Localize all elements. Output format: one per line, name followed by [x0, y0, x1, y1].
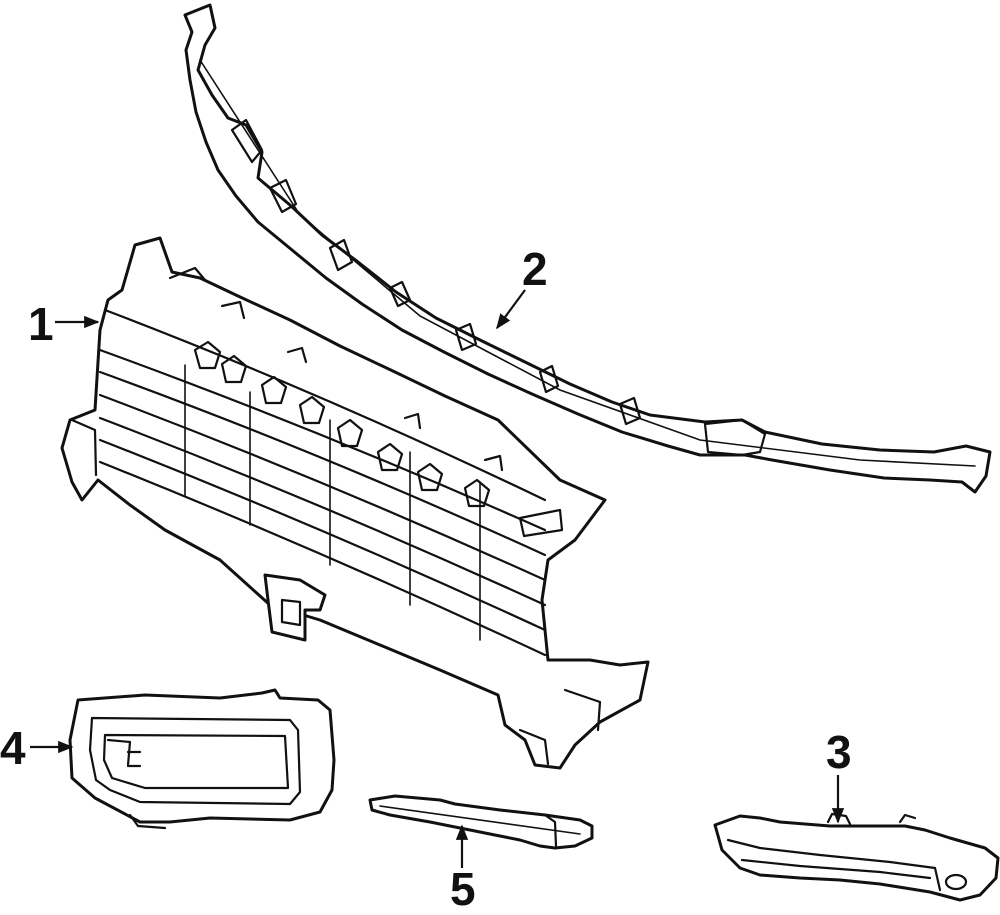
callout-1-label: 1	[28, 298, 54, 350]
callout-2-leader	[496, 289, 526, 330]
grille-part[interactable]	[60, 236, 650, 770]
upper-absorber-part[interactable]	[183, 3, 992, 494]
callout-3-label: 3	[826, 726, 852, 778]
callout-5-label: 5	[450, 863, 476, 915]
callout-2-label: 2	[522, 243, 548, 295]
fog-bezel-part[interactable]	[68, 688, 336, 830]
callout-4-label: 4	[0, 722, 26, 774]
right-trim-part[interactable]	[713, 812, 1000, 902]
lower-molding-part[interactable]	[368, 794, 594, 850]
